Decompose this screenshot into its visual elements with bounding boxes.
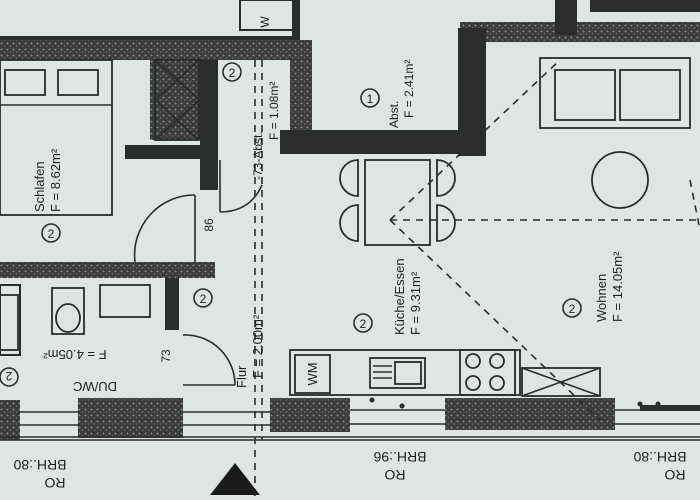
door-width-73: 73 [159, 349, 173, 363]
dining-table [339, 159, 456, 246]
kitchen-counter [289, 349, 601, 397]
window-markers [369, 397, 661, 409]
room-markers: 2 2 1 2 2 2 2 [0, 62, 582, 387]
brh-left: BRH.:80 [13, 457, 66, 473]
schlafen-label: Schlafen [32, 161, 47, 212]
flur-marker: 2 [200, 292, 207, 306]
schlafen-area: F = 8.62m² [48, 148, 63, 212]
door-width-86: 86 [202, 218, 216, 232]
ro-right: RO [664, 467, 685, 483]
flur-label: Flur [234, 365, 249, 388]
top-w-label: W [258, 16, 272, 28]
bed [0, 59, 113, 216]
flur-area: F = 2.00m² [250, 314, 265, 378]
abst-top-marker: 2 [229, 66, 236, 80]
abst-top-area: F = 1.08m² [267, 82, 281, 140]
brh-mid: BRH.:96 [373, 449, 426, 465]
walls [0, 0, 700, 441]
room-labels: Schlafen F = 8.62m² -73-Abst. F = 1.08m²… [32, 60, 625, 394]
duwc-marker: 2 [5, 369, 12, 383]
ro-mid: RO [384, 467, 405, 483]
bathroom-fixtures [0, 284, 151, 351]
abst-mid-label: Abst. [387, 101, 401, 128]
wohnen-area: F = 14.05m² [610, 251, 625, 322]
doors [133, 160, 263, 386]
wardrobe [154, 59, 200, 141]
washing-machine-label: WM [305, 362, 320, 385]
kueche-marker: 2 [360, 317, 367, 331]
section-marker [210, 463, 260, 495]
brh-right: BRH.:80 [633, 449, 686, 465]
kueche-area: F = 9.31m² [408, 271, 423, 335]
kueche-label: Küche/Essen [392, 258, 407, 335]
sofa [539, 57, 691, 129]
ro-left: RO [44, 475, 65, 491]
wohnen-label: Wohnen [594, 274, 609, 322]
dashed-lines [254, 59, 700, 500]
schlafen-marker: 2 [48, 227, 55, 241]
coffee-table [591, 151, 649, 209]
abst-mid-marker: 1 [367, 92, 374, 106]
wohnen-marker: 2 [569, 302, 576, 316]
duwc-area: F = 4.05m² [43, 347, 107, 362]
abst-top-label: -73-Abst. [251, 131, 265, 180]
duwc-label: DU/WC [73, 379, 117, 394]
abst-mid-area: F = 2.41m² [402, 60, 416, 118]
annotations: W 86 73 WM BRH.:80 RO BRH.:96 RO BRH.:80… [13, 16, 686, 491]
